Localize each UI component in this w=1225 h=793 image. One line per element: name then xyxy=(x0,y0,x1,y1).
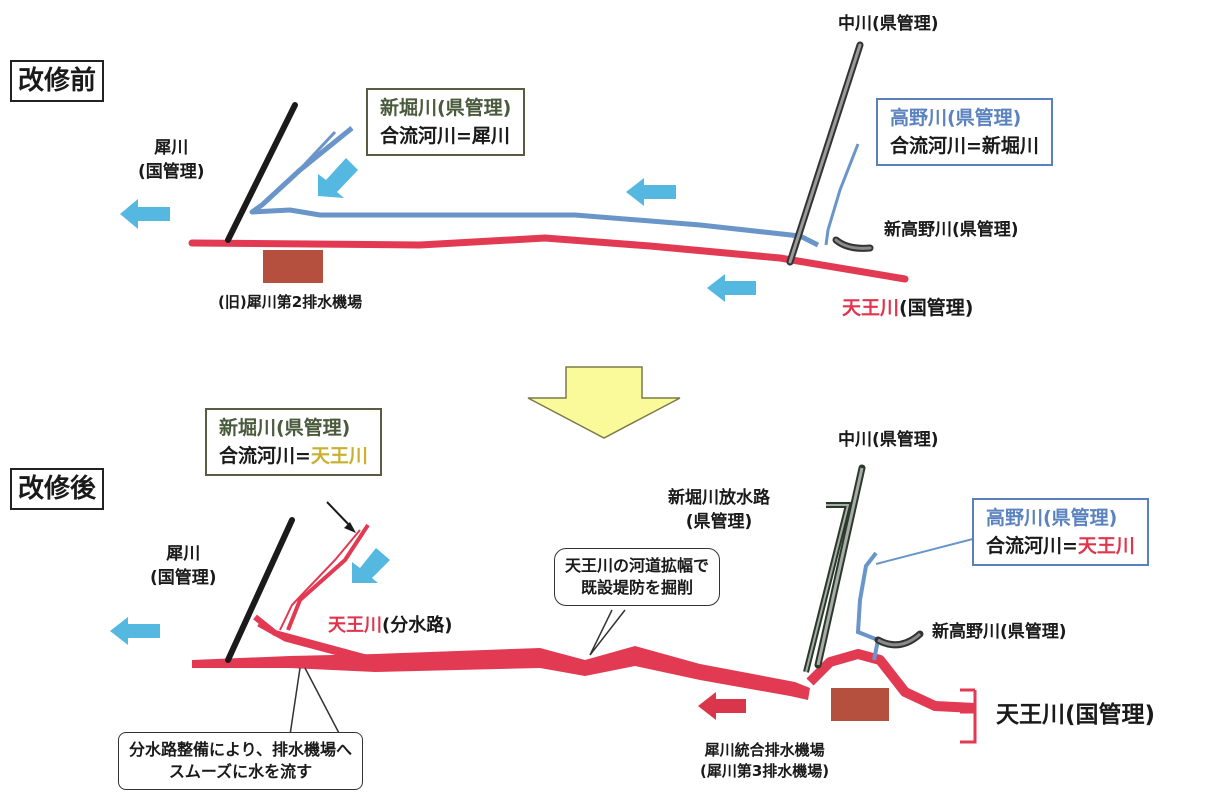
flow-arrow-icon xyxy=(707,274,756,302)
after-takano-box-title: 高野川(県管理) xyxy=(986,507,1118,529)
transition-arrow-icon xyxy=(527,366,681,439)
flow-callout-line1: 分水路整備により、排水機場へ xyxy=(129,740,353,759)
before-sai-river-admin: (国管理) xyxy=(138,162,205,182)
before-takano-box-title: 高野川(県管理) xyxy=(890,107,1022,129)
after-diversion-type: (分水路) xyxy=(382,615,453,636)
widening-callout-line2: 既設堤防を掘削 xyxy=(581,578,694,597)
before-tenno-label: 天王川(国管理) xyxy=(842,296,973,320)
after-shinbori-box: 新堀川(県管理) 合流河川=天王川 xyxy=(205,408,382,476)
after-pump-station-label: 犀川統合排水機場 (犀川第3排水機場) xyxy=(700,740,829,782)
flow-arrow-icon xyxy=(110,617,160,645)
before-sai-river-name: 犀川 xyxy=(154,138,189,158)
before-takano-box: 高野川(県管理) 合流河川=新堀川 xyxy=(876,98,1053,166)
after-nakagawa-label: 中川(県管理) xyxy=(838,430,939,450)
after-pump-station-name: 犀川統合排水機場 xyxy=(704,741,825,759)
after-shinbori-box-title: 新堀川(県管理) xyxy=(219,417,351,439)
flow-arrow-icon xyxy=(626,178,676,206)
flow-arrow-icon xyxy=(120,199,170,229)
before-shintakano-label: 新高野川(県管理) xyxy=(884,220,1019,240)
flow-callout-line2: スムーズに水を流す xyxy=(168,762,313,781)
before-sai-river xyxy=(225,102,298,243)
after-shintakano-label: 新高野川(県管理) xyxy=(932,622,1067,642)
flow-arrow-icon xyxy=(698,692,746,720)
after-shinbori-box-confluence: 合流河川=天王川 xyxy=(219,442,368,470)
flow-arrow-icon xyxy=(318,158,358,198)
after-shinbori-channel-label: 新堀川放水路 (県管理) xyxy=(668,486,770,534)
after-takano-river xyxy=(855,551,881,661)
after-sai-river-label: 犀川 (国管理) xyxy=(150,542,217,590)
widening-callout: 天王川の河道拡幅で 既設堤防を掘削 xyxy=(554,548,721,606)
before-takano-box-confluence: 合流河川=新堀川 xyxy=(890,135,1039,157)
after-takano-box-prefix: 合流河川= xyxy=(986,535,1078,557)
after-diversion-label: 天王川(分水路) xyxy=(328,614,452,638)
after-shinbori-river xyxy=(286,523,370,631)
before-pump-station-label: (旧)犀川第2排水機場 xyxy=(218,293,363,311)
after-shinbori-channel-admin: (県管理) xyxy=(685,512,753,532)
after-shinbori-box-prefix: 合流河川= xyxy=(219,445,311,467)
before-takano-river xyxy=(824,143,860,246)
after-pump-station-icon xyxy=(831,688,889,721)
flow-callout: 分水路整備により、排水機場へ スムーズに水を流す xyxy=(118,732,364,790)
before-tenno-admin: (国管理) xyxy=(899,297,974,319)
after-takano-box-river: 天王川 xyxy=(1077,535,1135,557)
after-sai-river-name: 犀川 xyxy=(166,544,201,564)
after-pump-station-alias: (犀川第3排水機場) xyxy=(700,762,830,780)
widening-callout-line1: 天王川の河道拡幅で xyxy=(565,556,710,575)
before-nakagawa-label: 中川(県管理) xyxy=(838,14,939,34)
after-sai-river-admin: (国管理) xyxy=(150,568,217,588)
after-shinbori-channel-name: 新堀川放水路 xyxy=(668,488,770,508)
before-section-label: 改修前 xyxy=(10,60,105,102)
after-tenno-label: 天王川(国管理) xyxy=(996,702,1156,728)
before-tenno-name: 天王川 xyxy=(842,297,900,319)
before-tenno-river xyxy=(188,234,909,283)
after-shinbori-box-river: 天王川 xyxy=(310,445,368,467)
flow-arrow-icon xyxy=(352,548,390,583)
before-shinbori-box-confluence: 合流河川=犀川 xyxy=(380,125,510,147)
before-shinbori-box-title: 新堀川(県管理) xyxy=(380,97,512,119)
before-pump-station-icon xyxy=(263,250,323,283)
after-tenno-river xyxy=(192,646,810,700)
after-takano-box-confluence: 合流河川=天王川 xyxy=(986,532,1135,560)
after-section-label: 改修後 xyxy=(10,468,105,510)
after-sai-river xyxy=(225,517,295,663)
after-diversion-name: 天王川 xyxy=(328,615,382,636)
after-takano-box: 高野川(県管理) 合流河川=天王川 xyxy=(972,498,1149,566)
before-shinbori-box: 新堀川(県管理) 合流河川=犀川 xyxy=(366,88,526,156)
before-sai-river-label: 犀川 (国管理) xyxy=(138,136,205,184)
